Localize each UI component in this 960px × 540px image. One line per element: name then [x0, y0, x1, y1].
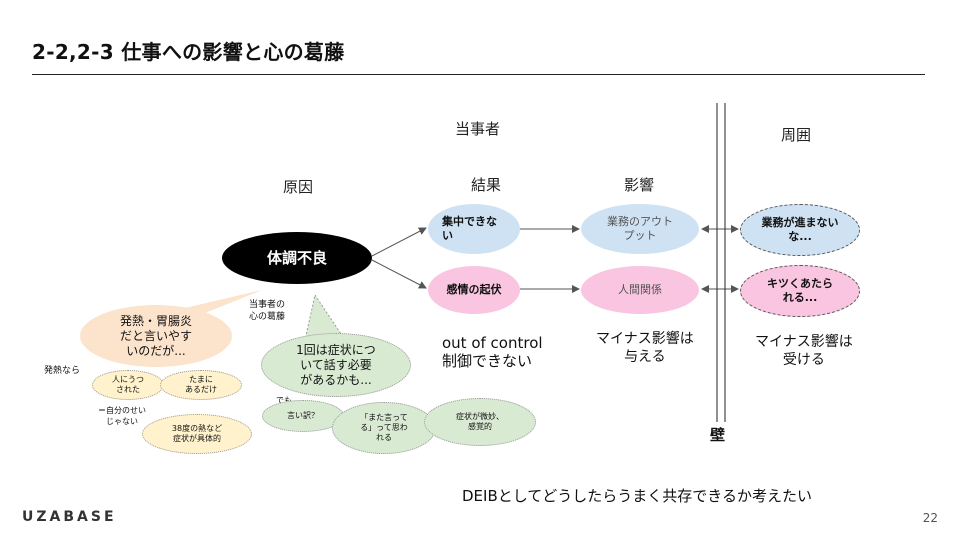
not-my-fault-label: ＝自分のせい じゃない [98, 406, 146, 426]
arrow-cause-to-emotion [371, 259, 427, 289]
slide-title: 2-2,2-3 仕事への影響と心の葛藤 [32, 40, 345, 64]
page-number: 22 [922, 511, 938, 525]
arrow-cause-to-focus [371, 227, 427, 257]
once-thought-bubble: 1回は症状につ いて話す必要 があるかも... [261, 333, 411, 397]
impact-output-node: 業務のアウトプット [581, 204, 699, 254]
impact-caption: マイナス影響は 与える [596, 331, 694, 365]
cause-header: 原因 [283, 178, 314, 196]
inner-conflict-label: 当事者の 心の葛藤 [249, 300, 286, 322]
surroundings-header: 周囲 [781, 126, 812, 144]
impact-header: 影響 [624, 176, 655, 194]
peer-harsh-node: キツくあたられる... [740, 265, 860, 317]
concrete-symptoms-bubble: 38度の熱など 症状が具体的 [142, 414, 252, 454]
just-occasional-bubble: たまに あるだけ [160, 370, 242, 400]
title-divider [32, 74, 925, 75]
result-caption: out of control 制御できない [442, 334, 543, 370]
again-bubble: 「また言って る」って思わ れる [332, 402, 436, 454]
impact-relation-node: 人間関係 [581, 266, 699, 314]
subtle-symptoms-bubble: 症状が微妙、 感覚的 [424, 398, 536, 446]
wall-label: 壁 [710, 426, 726, 444]
party-header: 当事者 [455, 120, 501, 138]
result-header: 結果 [471, 176, 502, 194]
fever-thought-bubble: 発熱・胃腸炎 だと言いやす いのだが... [80, 305, 232, 367]
result-focus-node: 集中できない [428, 204, 520, 254]
but-label: でも [276, 396, 292, 405]
cause-node: 体調不良 [222, 232, 372, 284]
result-emotion-node: 感情の起伏 [428, 266, 520, 314]
peer-work-node: 業務が進まないな... [740, 204, 860, 256]
peer-caption: マイナス影響は 受ける [755, 334, 853, 368]
fever-prefix-label: 発熱なら [44, 366, 81, 376]
company-logo: UZABASE [22, 509, 117, 525]
footer-message: DEIBとしてどうしたらうまく共存できるか考えたい [462, 487, 812, 505]
moved-by-someone-bubble: 人にうつ された [92, 370, 164, 400]
